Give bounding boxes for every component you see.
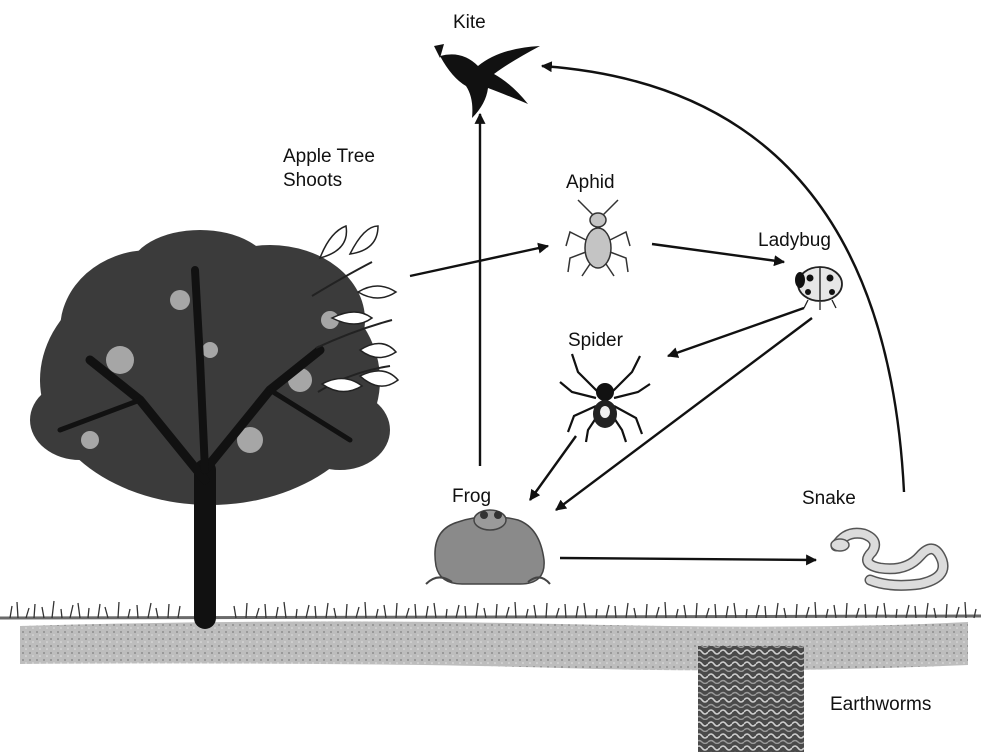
spider-icon	[560, 354, 650, 442]
spider-label: Spider	[568, 330, 623, 352]
earthworms-label: Earthworms	[830, 694, 931, 716]
frog-icon	[426, 510, 550, 584]
kite-label: Kite	[453, 12, 486, 34]
snake-icon	[831, 533, 943, 585]
aphid-label: Aphid	[566, 172, 615, 194]
soil-ground	[0, 616, 981, 670]
apple-tree-icon	[30, 230, 390, 618]
arrow-frog-to-snake	[560, 558, 816, 560]
kite-icon	[434, 44, 540, 118]
ladybug-label: Ladybug	[758, 230, 831, 252]
apple-tree-shoots-label-line2: Shoots	[283, 170, 342, 192]
frog-label: Frog	[452, 486, 491, 508]
aphid-icon	[566, 200, 630, 276]
ladybug-icon	[795, 267, 842, 310]
apple-tree-shoots-label-line1: Apple Tree	[283, 146, 375, 168]
snake-label: Snake	[802, 488, 856, 510]
earthworms-icon	[698, 646, 804, 752]
arrow-ladybug-to-spider	[668, 308, 804, 356]
arrow-snake-to-kite	[542, 66, 904, 492]
arrow-spider-to-frog	[530, 436, 576, 500]
